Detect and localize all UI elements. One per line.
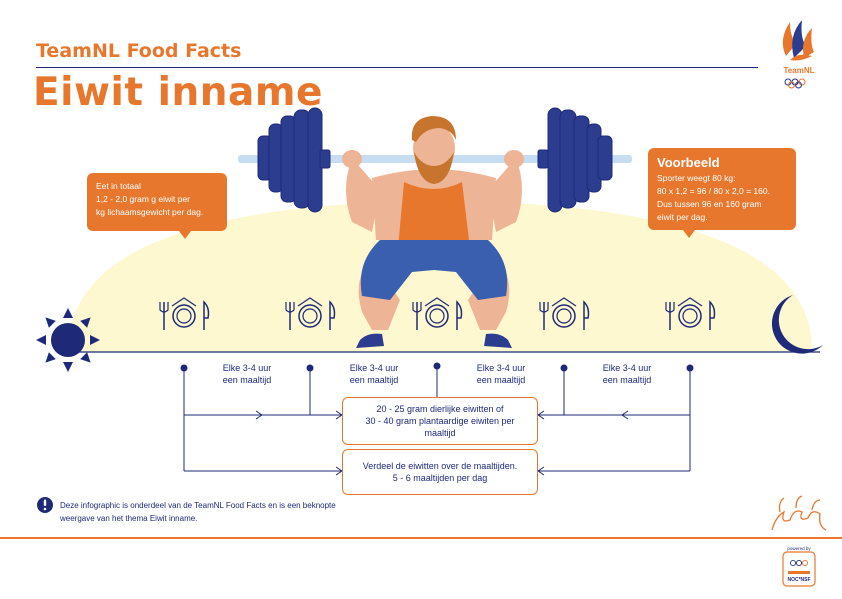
protein-per-meal-box: 20 - 25 gram dierlijke eiwitten of 30 - … — [342, 397, 538, 445]
connector-lines — [183, 366, 691, 472]
teamnl-label: TeamNL — [783, 66, 815, 75]
meal-icon-3 — [412, 297, 463, 330]
meal-icon-5 — [665, 297, 716, 330]
powered-by-label: powered by — [787, 546, 811, 551]
noc-label: NOC*NSF — [787, 577, 810, 583]
callout-line: Eet in totaal — [96, 181, 141, 191]
meal-icon-2 — [285, 297, 336, 330]
weightlifter-illustration — [342, 116, 524, 348]
exclamation-icon — [37, 497, 53, 513]
box-line: Verdeel de eiwitten over de maaltijden. — [362, 461, 518, 471]
daylight-arc — [67, 201, 813, 352]
footnote: Deze infographic is onderdeel van de Tea… — [60, 499, 360, 525]
box-line: 20 - 25 gram dierlijke eiwitten of — [376, 404, 504, 414]
example-title: Voorbeeld — [657, 155, 720, 170]
example-callout: Voorbeeld Sporter weegt 80 kg: 80 x 1,2 … — [648, 148, 796, 238]
daily-intake-callout: Eet in totaal 1,2 - 2,0 gram g eiwit per… — [87, 173, 227, 239]
connector-arrowheads — [255, 410, 629, 476]
interval-text: Elke 3-4 uur — [602, 363, 652, 373]
series-title: TeamNL Food Facts — [36, 40, 242, 62]
interval-text: een maaltijd — [349, 375, 399, 385]
interval-label-3: Elke 3-4 uur een maaltijd — [461, 362, 541, 386]
teamnl-flame-logo — [782, 20, 814, 61]
callout-line: Dus tussen 96 en 160 gram — [657, 199, 762, 209]
callout-line: eiwit per dag. — [657, 212, 708, 222]
interval-text: een maaltijd — [222, 375, 272, 385]
right-weight-plates — [537, 107, 613, 213]
box-line: maaltijd — [424, 428, 456, 438]
box-line: 30 - 40 gram plantaardige eiwiten per — [365, 416, 515, 426]
hands-lineart-icon — [771, 495, 827, 531]
interval-label-2: Elke 3-4 uur een maaltijd — [334, 362, 414, 386]
moon-icon — [771, 295, 823, 354]
callout-line: 80 x 1,2 = 96 / 80 x 2,0 = 160. — [657, 186, 770, 196]
callout-line: 1,2 - 2,0 gram g eiwit per — [96, 194, 191, 204]
interval-text: Elke 3-4 uur — [349, 363, 399, 373]
interval-text: Elke 3-4 uur — [222, 363, 272, 373]
footnote-line: weergave van het thema Eiwit inname. — [60, 514, 198, 523]
box-line: 5 - 6 maaltijden per dag — [392, 473, 488, 483]
olympic-rings-icon — [784, 78, 806, 89]
callout-line: Sporter weegt 80 kg: — [657, 173, 736, 183]
interval-text: een maaltijd — [602, 375, 652, 385]
interval-text: een maaltijd — [476, 375, 526, 385]
nocnsf-logo: NOC*NSF — [782, 551, 816, 587]
header-divider — [36, 67, 758, 68]
meal-icon-4 — [539, 297, 590, 330]
footer-divider — [0, 537, 842, 539]
callout-line: kg lichaamsgewicht per dag. — [96, 207, 204, 217]
interval-text: Elke 3-4 uur — [476, 363, 526, 373]
left-weight-plates — [257, 107, 331, 213]
footnote-line: Deze infographic is onderdeel van de Tea… — [60, 501, 336, 510]
meal-icon-1 — [159, 297, 210, 330]
page-title: Eiwit inname — [33, 70, 323, 115]
interval-label-1: Elke 3-4 uur een maaltijd — [207, 362, 287, 386]
callout-pointer — [683, 230, 695, 238]
sun-icon — [36, 308, 100, 372]
callout-pointer — [179, 231, 191, 239]
distribute-meals-box: Verdeel de eiwitten over de maaltijden. … — [342, 449, 538, 495]
interval-label-4: Elke 3-4 uur een maaltijd — [587, 362, 667, 386]
